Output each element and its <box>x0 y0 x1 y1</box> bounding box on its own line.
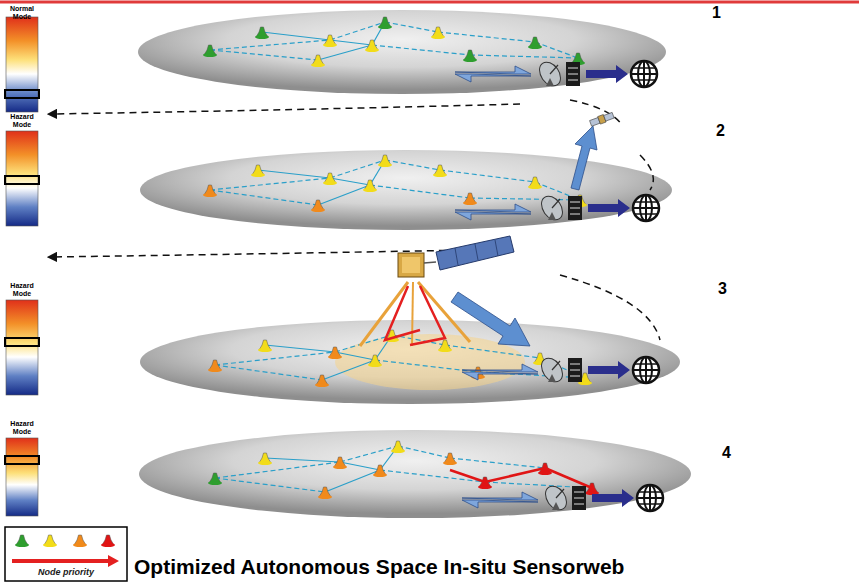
downlink-arrow <box>451 292 530 346</box>
mode-label: Hazard Mode <box>4 420 40 436</box>
callout-number: 2 <box>716 122 725 140</box>
caption: Optimized Autonomous Space In-situ Senso… <box>134 555 624 579</box>
legend-box <box>5 527 127 581</box>
mode-label: Hazard Mode <box>4 113 40 129</box>
ground-station <box>455 58 663 514</box>
terrain-cone <box>138 10 691 518</box>
mode-scale <box>5 17 39 516</box>
callout-number: 1 <box>712 4 721 22</box>
uplink-arrow <box>571 126 597 190</box>
mode-label: Hazard Mode <box>4 282 40 298</box>
mode-label: Normal Mode <box>4 5 40 21</box>
callout-number: 3 <box>718 280 727 298</box>
orbit-path <box>52 100 660 340</box>
satellite <box>360 236 514 346</box>
sensor-network <box>203 17 599 499</box>
satellite <box>589 111 614 127</box>
legend-text: Node priority <box>38 567 94 578</box>
callout-number: 4 <box>722 444 731 462</box>
